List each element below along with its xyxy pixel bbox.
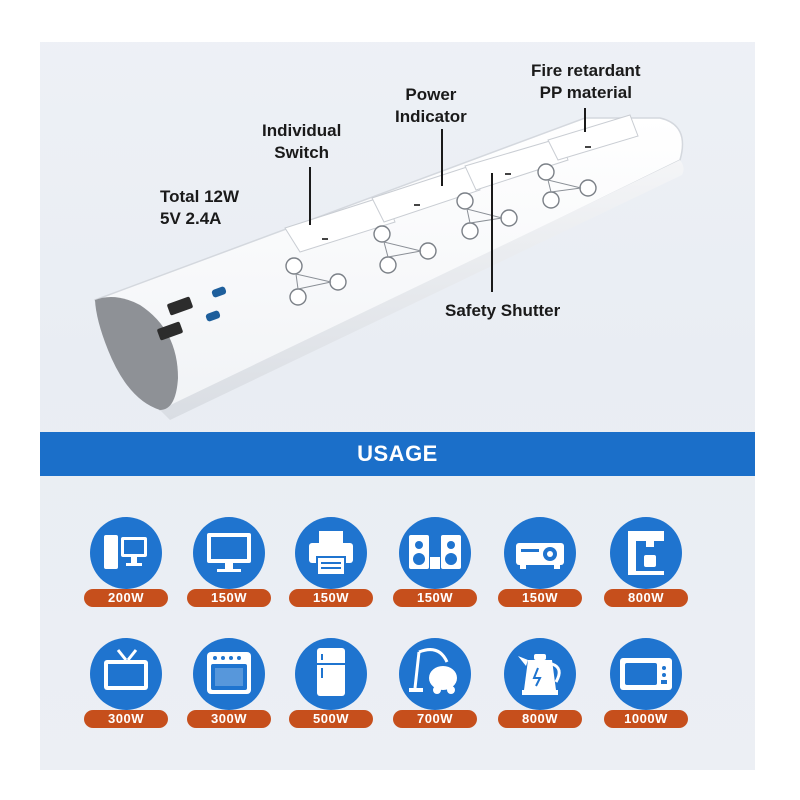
usage-title: USAGE [357, 441, 438, 466]
wattage-label: 500W [289, 710, 373, 728]
desktop-computer-icon [104, 535, 147, 569]
border-left [0, 0, 40, 800]
electric-kettle-icon [518, 654, 561, 695]
border-bottom [0, 770, 800, 800]
wattage-label: 800W [498, 710, 582, 728]
projector-icon [516, 543, 564, 569]
wattage-label: 300W [84, 710, 168, 728]
usage-item-printer: 150W [289, 517, 373, 617]
speakers-icon [409, 535, 461, 569]
callout-individual-switch: Individual Switch [262, 121, 342, 162]
wattage-label: 700W [393, 710, 477, 728]
usage-item-speakers: 150W [393, 517, 477, 617]
usage-item-kettle: 800W [498, 638, 582, 738]
usage-item-coffee-machine: 800W [604, 517, 688, 617]
power-strip-illustration [93, 108, 684, 420]
border-right [755, 0, 800, 800]
wattage-label: 150W [289, 589, 373, 607]
wattage-label: 150W [498, 589, 582, 607]
callout-fire-retardant-material: Fire retardant PP material [531, 61, 641, 102]
usage-item-television: 300W [84, 638, 168, 738]
wattage-label: 150W [393, 589, 477, 607]
usage-item-refrigerator: 500W [289, 638, 373, 738]
border-top [0, 0, 800, 42]
television-icon [104, 649, 148, 690]
callout-power-indicator: Power Indicator [395, 85, 467, 126]
usage-item-desktop: 200W [84, 517, 168, 617]
wattage-label: 1000W [604, 710, 688, 728]
usage-item-oven: 300W [187, 638, 271, 738]
usage-item-projector: 150W [498, 517, 582, 617]
usage-item-vacuum: 700W [393, 638, 477, 738]
usage-item-monitor: 150W [187, 517, 271, 617]
wattage-label: 300W [187, 710, 271, 728]
wattage-label: 200W [84, 589, 168, 607]
printer-icon [309, 531, 353, 576]
refrigerator-icon [317, 648, 345, 696]
usage-banner: USAGE [40, 432, 755, 476]
coffee-machine-icon [628, 531, 664, 575]
wattage-label: 150W [187, 589, 271, 607]
wattage-label: 800W [604, 589, 688, 607]
vacuum-cleaner-icon [409, 648, 457, 694]
monitor-icon [207, 533, 251, 572]
callout-total-power: Total 12W 5V 2.4A [160, 187, 240, 228]
microwave-icon [620, 658, 672, 690]
usage-item-microwave: 1000W [604, 638, 688, 738]
callout-safety-shutter: Safety Shutter [445, 301, 561, 320]
oven-icon [207, 652, 251, 694]
